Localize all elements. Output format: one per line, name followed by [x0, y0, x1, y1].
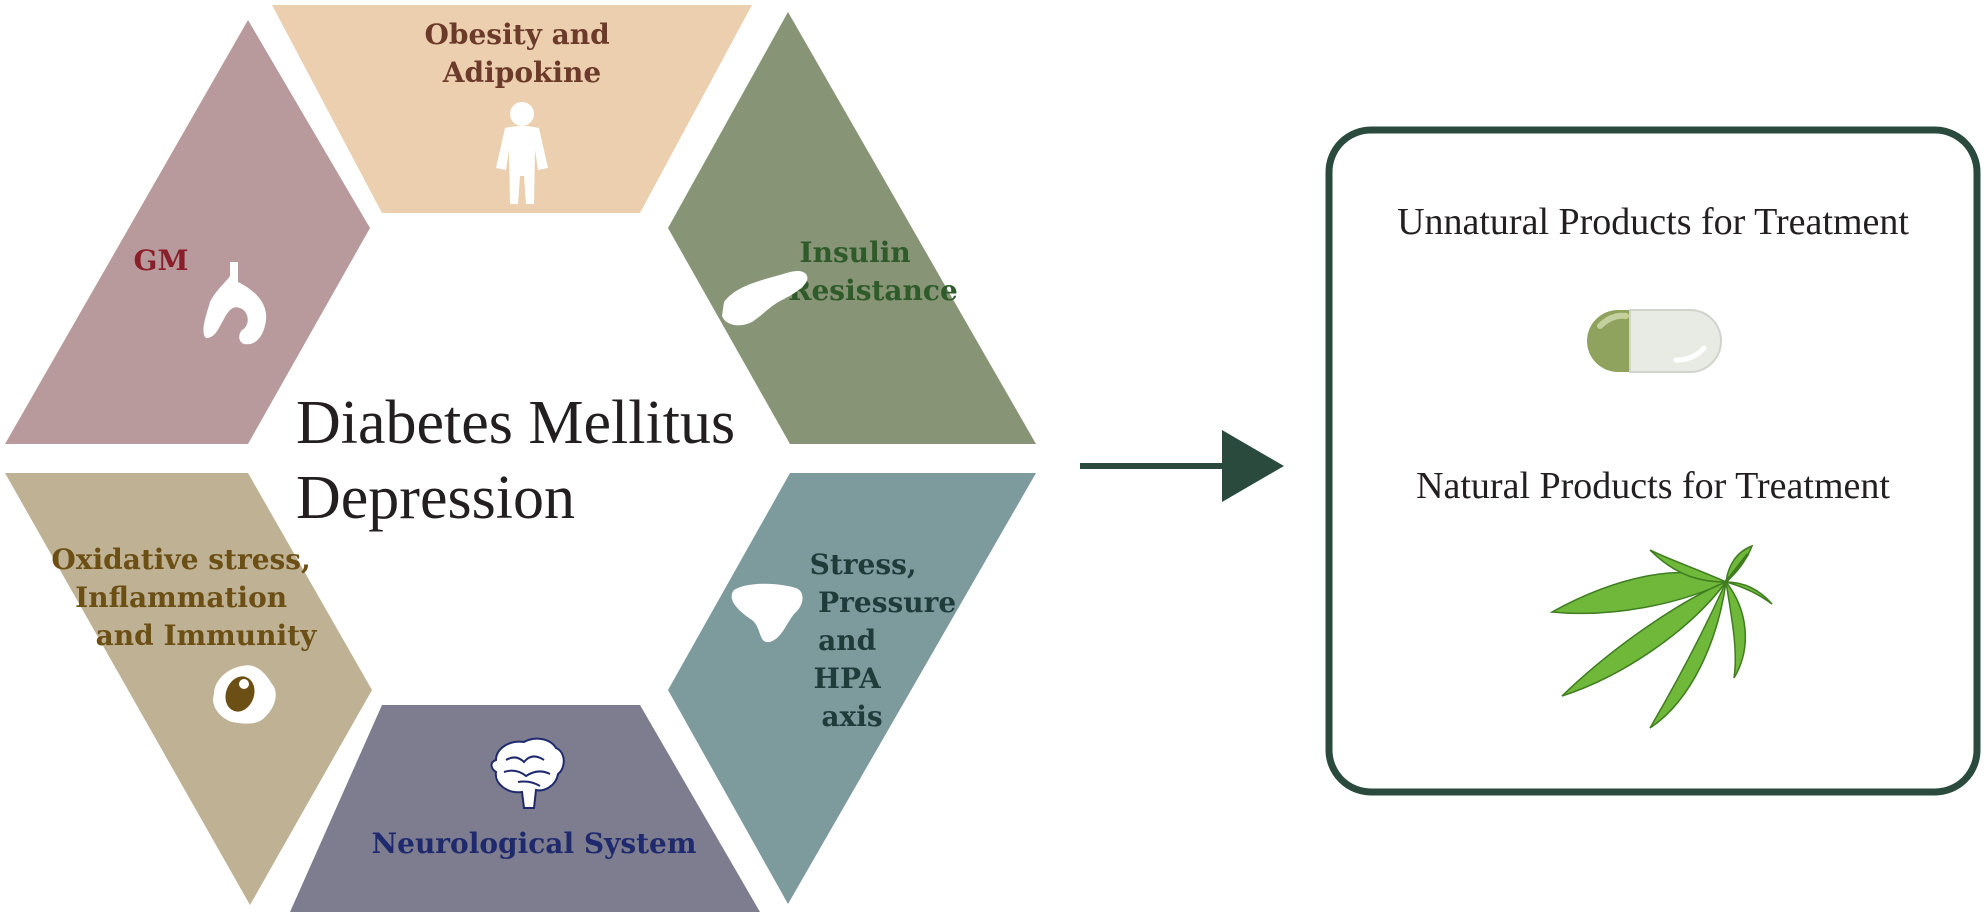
svg-text:Obesity and Adipokine: Obesity and Adipokine — [425, 18, 620, 89]
immune-cell-icon — [213, 665, 276, 724]
flow-arrow — [1080, 430, 1284, 502]
capsule-icon — [1587, 309, 1722, 373]
unnatural-treatment-label: Unnatural Products for Treatment — [1397, 201, 1909, 243]
svg-text:Insulin Resistance: Insulin Resistance — [788, 236, 958, 307]
segment-insulin: Insulin Resistance — [668, 12, 1036, 444]
segment-stress-line3: and — [818, 624, 876, 657]
segment-stress: Stress, Pressure and HPA axis — [668, 473, 1036, 904]
segment-oxidative-line3: and Immunity — [96, 619, 317, 652]
center-title-line2: Depression — [296, 464, 575, 532]
svg-text:Neurological System: Neurological System — [372, 827, 697, 860]
brain-icon — [490, 737, 565, 809]
center-title-line1: Diabetes Mellitus — [296, 389, 735, 457]
segment-insulin-line2: Resistance — [788, 274, 958, 307]
adrenal-gland-icon — [731, 583, 803, 643]
segment-stress-line5: axis — [821, 700, 882, 733]
segment-stress-line4: HPA — [814, 662, 882, 695]
person-icon — [496, 102, 548, 204]
segment-oxidative: Oxidative stress, Inflammation and Immun… — [5, 473, 372, 905]
svg-text:Stress, Pressure a: Stress, Pressure and HPA axis — [810, 548, 966, 733]
leaf-icon — [1549, 544, 1773, 729]
svg-text:Oxidative stress, Inflam: Oxidative stress, Inflammation and Immun… — [51, 543, 320, 652]
segment-insulin-line1: Insulin — [800, 236, 911, 269]
segment-neuro: Neurological System — [290, 705, 760, 912]
segment-oxidative-line2: Inflammation — [75, 581, 287, 614]
segment-obesity-line1: Obesity and — [425, 18, 610, 51]
segment-gm-line1: GM — [134, 244, 189, 277]
segment-stress-line1: Stress, — [810, 548, 917, 581]
segment-neuro-line1: Neurological System — [372, 827, 697, 860]
natural-treatment-label: Natural Products for Treatment — [1416, 465, 1890, 507]
segment-gm: GM — [5, 20, 370, 444]
center-title: Diabetes Mellitus Depression — [296, 389, 751, 532]
svg-text:GM: GM — [134, 244, 189, 277]
segment-obesity: Obesity and Adipokine — [272, 5, 752, 213]
segment-obesity-line2: Adipokine — [442, 56, 601, 89]
segment-oxidative-line1: Oxidative stress, — [51, 543, 310, 576]
stomach-icon — [203, 262, 267, 345]
segment-stress-line2: Pressure — [818, 586, 956, 619]
pancreas-icon — [722, 270, 808, 326]
treatment-box: Unnatural Products for Treatment Natural… — [1325, 126, 1981, 796]
